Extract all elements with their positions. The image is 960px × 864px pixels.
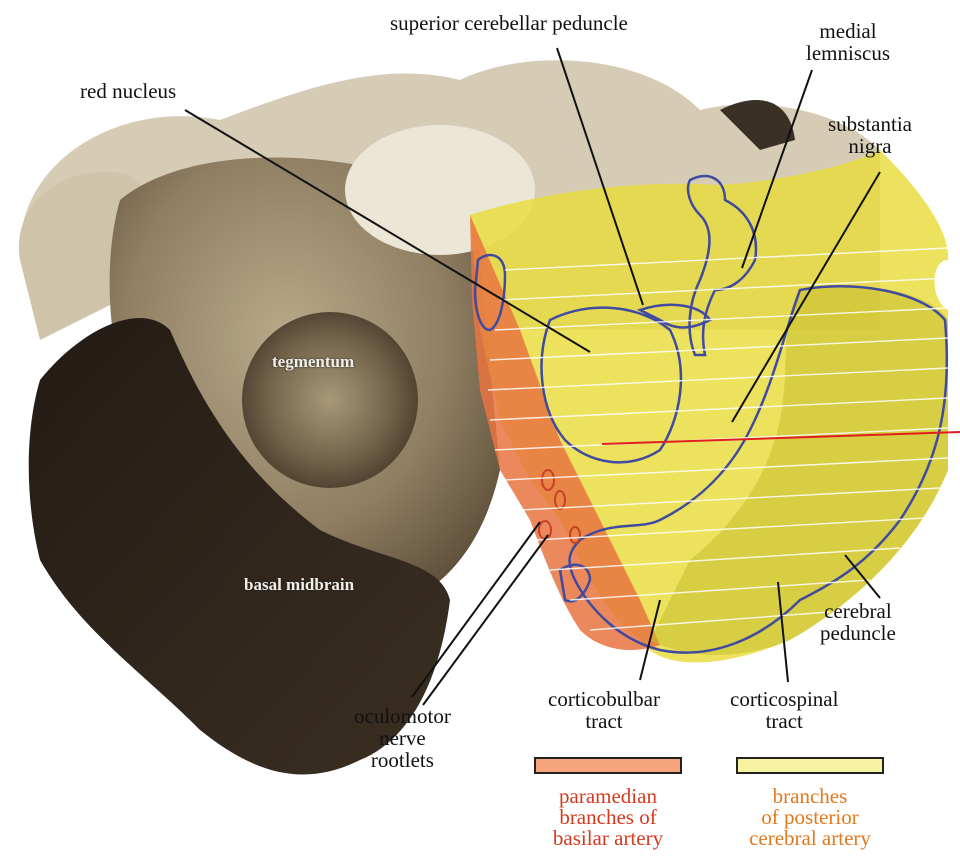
label-cerebral-peduncle-line1: cerebral — [820, 600, 896, 622]
legend-posterior-line3: cerebral artery — [728, 828, 892, 849]
label-oculomotor-nerve-rootlets: oculomotor nerve rootlets — [354, 705, 451, 771]
label-corticobulbar-tract: corticobulbar tract — [548, 688, 660, 732]
legend-posterior-line1: branches — [728, 786, 892, 807]
legend-label-paramedian: paramedian branches of basilar artery — [530, 786, 686, 849]
legend-label-posterior-cerebral: branches of posterior cerebral artery — [728, 786, 892, 849]
label-oculomotor-line3: rootlets — [354, 749, 451, 771]
label-oculomotor-line1: oculomotor — [354, 705, 451, 727]
legend-paramedian-line1: paramedian — [530, 786, 686, 807]
legend-paramedian-line2: branches of — [530, 807, 686, 828]
label-medial-lemniscus: medial lemniscus — [806, 20, 890, 64]
legend-posterior-line2: of posterior — [728, 807, 892, 828]
label-medial-lemniscus-line1: medial — [806, 20, 890, 42]
label-substantia-nigra-line1: substantia — [828, 113, 912, 135]
label-corticospinal-line1: corticospinal — [730, 688, 838, 710]
label-medial-lemniscus-line2: lemniscus — [806, 42, 890, 64]
label-basal-midbrain: basal midbrain — [244, 575, 354, 595]
label-superior-cerebellar-peduncle: superior cerebellar peduncle — [390, 12, 628, 34]
label-corticobulbar-line2: tract — [548, 710, 660, 732]
label-corticospinal-tract: corticospinal tract — [730, 688, 838, 732]
legend-paramedian-line3: basilar artery — [530, 828, 686, 849]
label-cerebral-peduncle-line2: peduncle — [820, 622, 896, 644]
legend-swatch-posterior-cerebral — [736, 757, 884, 774]
label-substantia-nigra-line2: nigra — [828, 135, 912, 157]
label-cerebral-peduncle: cerebral peduncle — [820, 600, 896, 644]
label-corticobulbar-line1: corticobulbar — [548, 688, 660, 710]
label-red-nucleus: red nucleus — [80, 80, 176, 102]
label-oculomotor-line2: nerve — [354, 727, 451, 749]
label-substantia-nigra: substantia nigra — [828, 113, 912, 157]
legend-swatch-paramedian — [534, 757, 682, 774]
label-corticospinal-line2: tract — [730, 710, 838, 732]
label-tegmentum: tegmentum — [272, 352, 354, 372]
